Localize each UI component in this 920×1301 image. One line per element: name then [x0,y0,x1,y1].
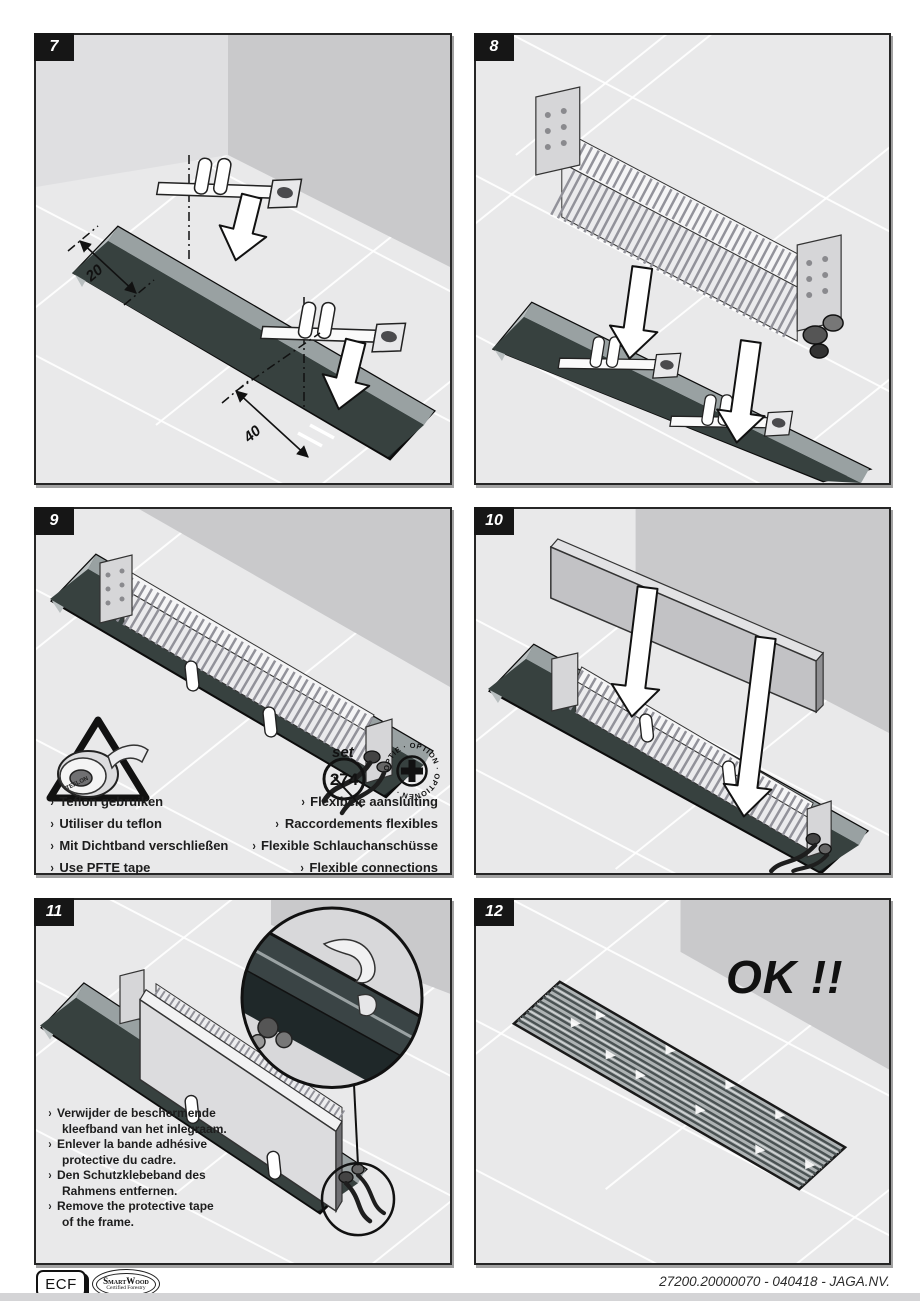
smartwood-label: SmartWood [103,1275,149,1286]
protective-tape-curl [322,938,376,984]
down-arrow-icon [218,192,268,262]
set-274-badge: set 274 [322,744,366,801]
end-plate [99,554,133,624]
svg-text:40: 40 [240,422,265,447]
floor-grille [511,980,848,1191]
alignment-marks [297,423,335,448]
room-wall [635,509,889,733]
panel-step-8: 8 [474,33,891,485]
bracket-tab [639,713,655,743]
svg-text:set: set [332,744,355,761]
flexible-hoses [321,750,392,816]
panel-step-11: 11 [34,898,452,1265]
panel-11-illustration [36,900,450,1263]
panel-9-illustration: TEFLON set 274 OPTIE · OPTION · OPTIONEN… [36,509,450,873]
down-arrow-icon [608,265,659,360]
panel-number: 10 [474,507,514,535]
panel-10-illustration [476,509,889,873]
panel-step-10: 10 [474,507,891,875]
connector-line [353,1084,359,1166]
valve-connections [802,314,844,359]
plate-holes [806,256,829,298]
magnifier-inset [240,906,424,1089]
panel-step-12: 12 OK !! [474,898,891,1265]
heat-exchanger [535,86,844,359]
panel-number: 12 [474,898,514,926]
panel-step-7: 7 [34,33,452,485]
bracket-tab [266,1150,282,1180]
panel-7-illustration: 20 40 [36,35,450,483]
pointer-line [333,776,363,808]
panel-step-9: 9 [34,507,452,875]
notes-remove-tape: ›Verwijder de beschermende kleefband van… [48,1106,227,1229]
bracket-tab [184,660,200,692]
plate-holes [544,108,567,150]
document-reference: 27200.20000070 - 040418 - JAGA.NV. [659,1274,890,1289]
page-edge-strip [0,1293,920,1301]
room-wall [680,900,889,1070]
end-plate [535,86,581,176]
front-panel [139,988,343,1214]
room-walls [36,35,450,267]
detail-source-circle [320,1162,396,1237]
notes-teflon: ›Teflon gebruiken ›Utiliser du teflon ›M… [50,794,229,875]
panel-8-illustration [476,35,889,483]
bracket-tab [262,706,278,738]
notes-flexible-connections: ›Flexibele aansluiting ›Raccordements fl… [252,794,438,875]
end-plate [551,652,579,712]
flexible-hoses [338,1163,386,1224]
center-marks [188,155,305,407]
ok-label: OK !! [726,951,844,1003]
down-arrow-icon [722,635,777,818]
down-arrow-icon [716,339,766,444]
panel-number: 7 [34,33,74,61]
smartwood-sublabel: Certified Forestry [106,1284,146,1291]
valve-parts [250,1016,293,1050]
svg-text:274: 274 [330,770,359,789]
closing-panel [549,538,825,714]
room-wall [139,509,450,687]
bracket-tab [184,1094,200,1125]
heat-exchanger [99,554,393,816]
panel-number: 11 [34,898,74,926]
down-arrow-icon [321,337,371,411]
panel-12-illustration [476,900,889,1263]
panel-number: 9 [34,507,74,535]
panel-number: 8 [474,33,514,61]
plate-holes [105,568,125,606]
flexible-hoses [769,800,832,873]
down-arrow-icon [610,585,661,718]
teflon-tape-icon: TEFLON [46,716,150,802]
